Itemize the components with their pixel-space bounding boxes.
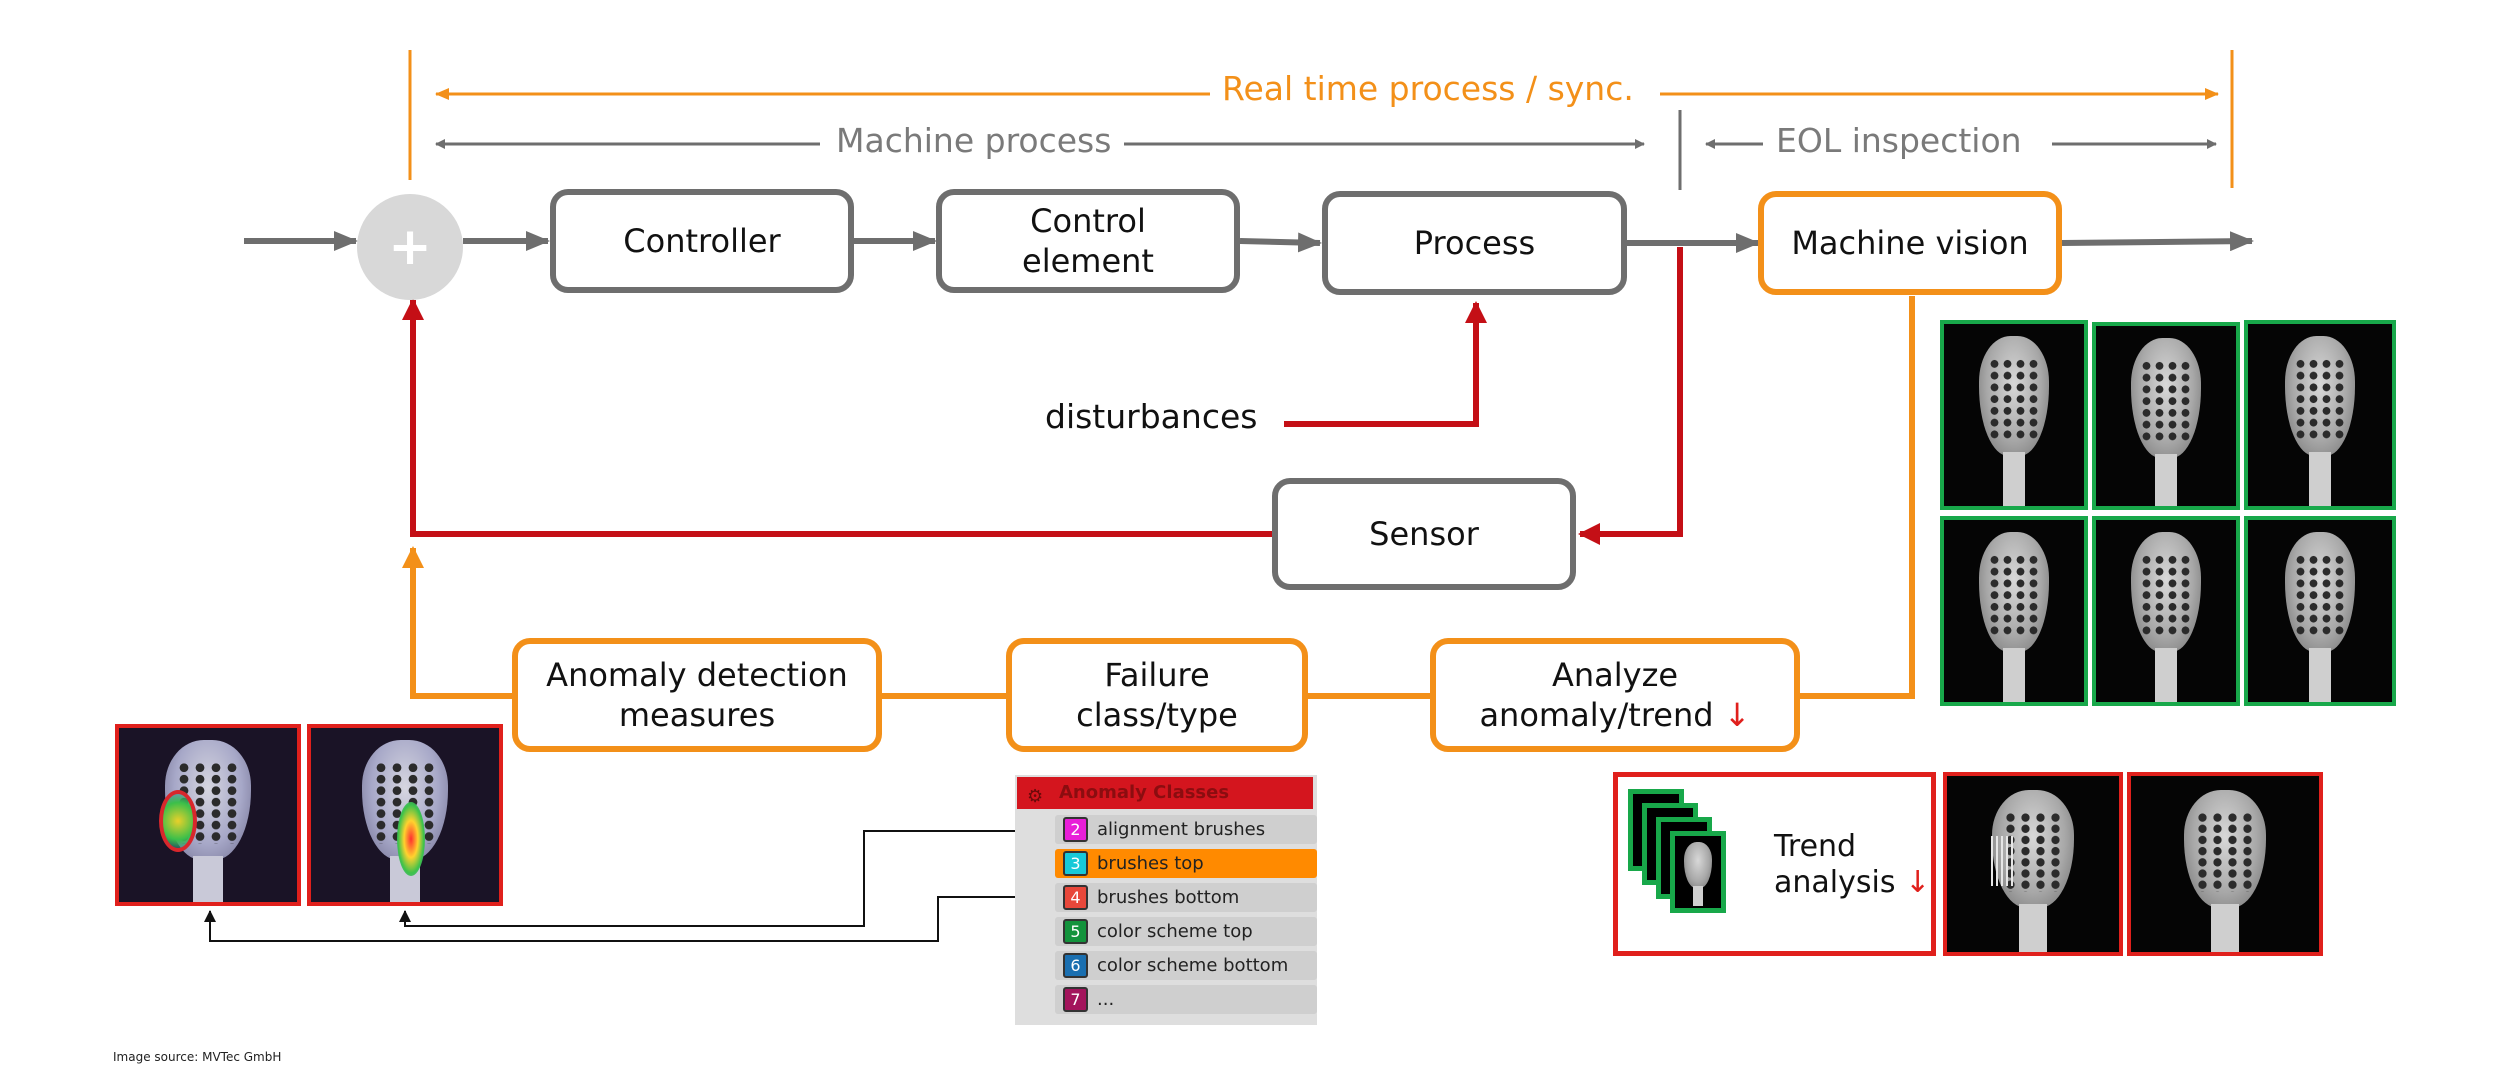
realtime-header: Real time process / sync. — [1222, 69, 1634, 109]
trend-label: Trend analysis — [1774, 829, 1896, 900]
machine-process-header: Machine process — [836, 121, 1112, 161]
control-element-box: Control element — [936, 189, 1240, 293]
failure-class-label: Failure class/type — [1076, 656, 1238, 734]
controller-label: Controller — [623, 222, 781, 260]
class-number-badge: 3 — [1063, 851, 1088, 876]
analysis-loop — [402, 296, 1915, 699]
image-source-note: Image source: MVTec GmbH — [113, 1050, 282, 1064]
machine-vision-box: Machine vision — [1758, 191, 2062, 295]
trend-stack-4 — [1670, 831, 1726, 913]
disturbances-label: disturbances — [1045, 397, 1258, 436]
class-number-badge: 6 — [1063, 953, 1088, 978]
realtime-span — [408, 50, 2234, 188]
anomaly-class-item[interactable]: 5 color scheme top — [1055, 917, 1317, 946]
heatmap-image-1 — [115, 724, 301, 906]
anomaly-class-item[interactable]: 7... — [1055, 985, 1317, 1014]
class-label: color scheme top — [1097, 921, 1253, 942]
main-flow-arrows — [244, 231, 2254, 253]
class-label: brushes top — [1097, 853, 1204, 874]
class-number-badge: 4 — [1063, 885, 1088, 910]
class-number-badge: 5 — [1063, 919, 1088, 944]
controller-box: Controller — [550, 189, 854, 293]
inspection-image-2 — [2092, 322, 2240, 510]
anomaly-classes-header: ⚙ Anomaly Classes — [1017, 777, 1313, 809]
anomaly-class-item[interactable]: 3 brushes top — [1055, 849, 1317, 878]
trend-down-arrow-icon: ↓ — [1905, 865, 1931, 900]
class-number-badge: 7 — [1063, 987, 1088, 1012]
class-number-badge: 2 — [1063, 817, 1088, 842]
anomaly-classes-panel: ⚙ Anomaly Classes 2 alignment brushes 3 bru… — [1015, 775, 1317, 1025]
anomaly-classes-title: Anomaly Classes — [1059, 782, 1230, 803]
anomaly-class-item[interactable]: 4 brushes bottom — [1055, 883, 1317, 912]
inspection-image-4 — [1940, 516, 2088, 706]
sensor-box: Sensor — [1272, 478, 1576, 590]
summing-junction: + — [357, 194, 463, 300]
anomaly-class-item[interactable]: 2 alignment brushes — [1055, 815, 1317, 844]
down-arrow-icon: ↓ — [1723, 696, 1751, 734]
anomaly-measures-box: Anomaly detection measures — [512, 638, 882, 752]
eol-inspection-header: EOL inspection — [1776, 121, 2022, 161]
inspection-image-5 — [2092, 516, 2240, 706]
analyze-label: Analyze anomaly/trend — [1479, 656, 1714, 734]
process-box: Process — [1322, 191, 1627, 295]
control-element-label: Control element — [1022, 202, 1154, 280]
inspection-image-1 — [1940, 320, 2088, 510]
heatmap-image-2 — [307, 724, 503, 906]
class-label: color scheme bottom — [1097, 955, 1289, 976]
class-connectors — [204, 830, 1050, 942]
inspection-image-3 — [2244, 320, 2396, 510]
feedback-loop — [402, 247, 1683, 545]
sensor-label: Sensor — [1369, 515, 1479, 553]
machine-vision-label: Machine vision — [1791, 224, 2029, 262]
defect-image-1 — [1943, 772, 2123, 956]
class-label: ... — [1097, 989, 1115, 1010]
anomaly-class-item[interactable]: 6 color scheme bottom — [1055, 951, 1317, 980]
defect-image-2 — [2127, 772, 2323, 956]
failure-class-box: Failure class/type — [1006, 638, 1308, 752]
analyze-box: Analyze anomaly/trend ↓ — [1430, 638, 1800, 752]
trend-analysis-box: Trend analysis ↓ — [1613, 772, 1936, 956]
anomaly-measures-label: Anomaly detection measures — [546, 656, 848, 734]
eol-span — [1678, 110, 2217, 190]
class-label: brushes bottom — [1097, 887, 1240, 908]
classes-icon: ⚙ — [1027, 786, 1044, 807]
process-label: Process — [1413, 224, 1536, 262]
inspection-image-6 — [2244, 516, 2396, 706]
class-label: alignment brushes — [1097, 819, 1266, 840]
